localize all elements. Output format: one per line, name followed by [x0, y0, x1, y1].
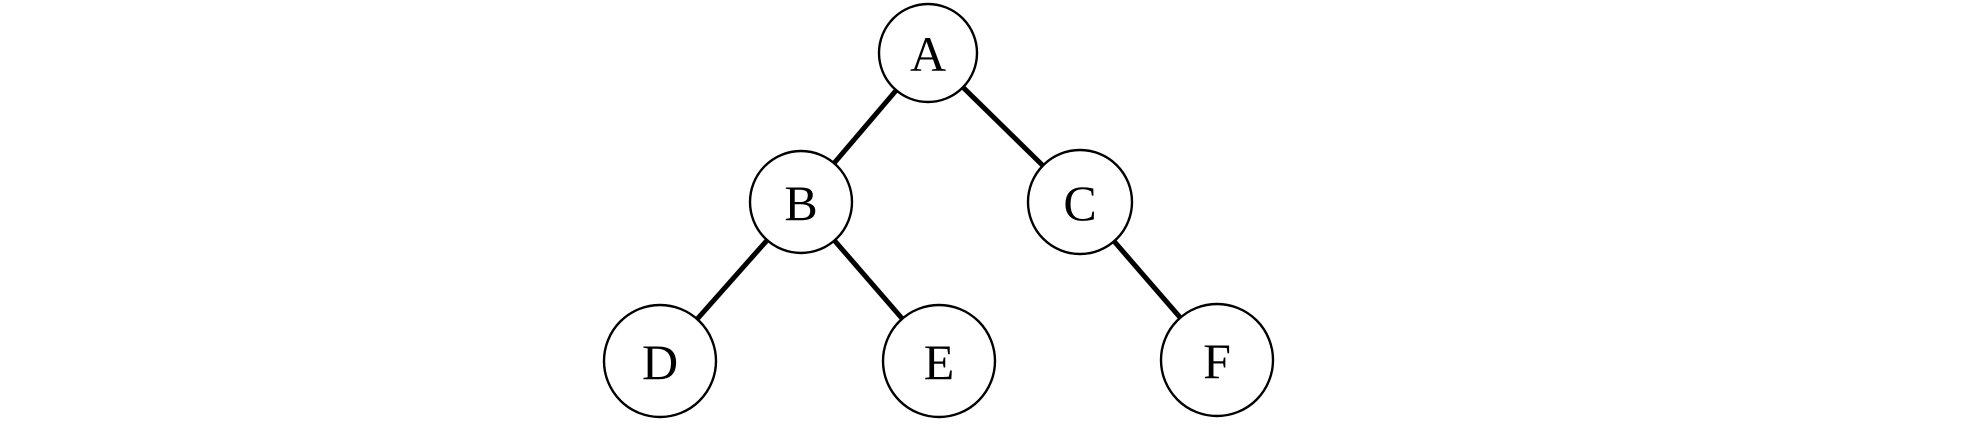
tree-node-circle-f[interactable]	[1159, 302, 1275, 418]
tree-node-label-a: A	[910, 26, 946, 82]
tree-node-c[interactable]: C	[1026, 148, 1134, 256]
tree-edge-a-c	[961, 85, 1045, 168]
tree-node-label-c: C	[1063, 175, 1096, 231]
tree-edge-a-b	[832, 88, 899, 165]
tree-edges-group	[695, 85, 1183, 321]
tree-node-circle-b[interactable]	[748, 149, 854, 255]
tree-node-label-f: F	[1203, 333, 1231, 389]
tree-node-label-e: E	[924, 334, 955, 390]
tree-edge-b-e	[832, 238, 905, 321]
tree-edge-b-d	[695, 238, 770, 321]
tree-node-circle-e[interactable]	[881, 303, 997, 419]
tree-node-a[interactable]: A	[877, 2, 979, 104]
tree-edge-c-f	[1112, 239, 1183, 320]
tree-nodes-group: A B C D E F	[602, 2, 1275, 419]
tree-node-b[interactable]: B	[748, 149, 854, 255]
tree-node-label-d: D	[642, 334, 678, 390]
tree-node-circle-a[interactable]	[877, 2, 979, 104]
tree-node-f[interactable]: F	[1159, 302, 1275, 418]
tree-node-e[interactable]: E	[881, 303, 997, 419]
tree-node-circle-c[interactable]	[1026, 148, 1134, 256]
tree-node-circle-d[interactable]	[602, 303, 718, 419]
tree-node-label-b: B	[784, 175, 817, 231]
tree-node-d[interactable]: D	[602, 303, 718, 419]
